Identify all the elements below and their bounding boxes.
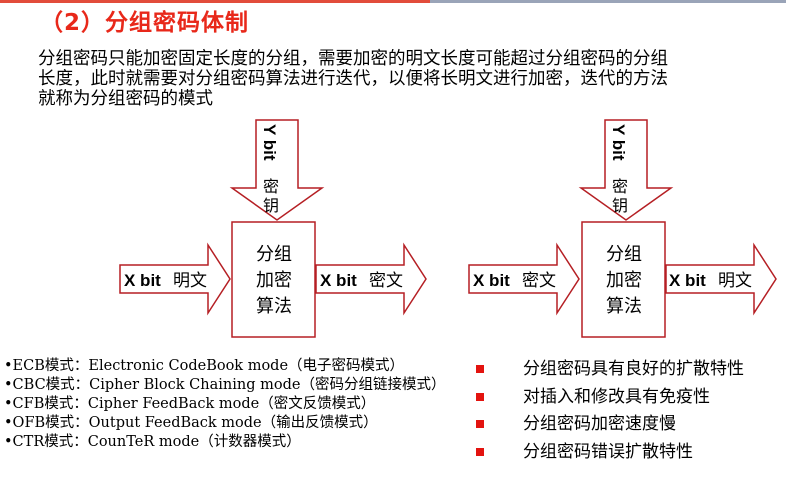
property-text: 分组密码错误扩散特性 [523, 441, 693, 462]
key-arrow [578, 119, 674, 221]
key-label-char: 钥 [263, 196, 279, 215]
intro-paragraph: 分组密码只能加密固定长度的分组，需要加密的明文长度可能超过分组密码的分组 长度，… [38, 49, 768, 109]
input-label: 密文 [522, 271, 556, 291]
property-text: 分组密码具有良好的扩散特性 [523, 359, 744, 379]
key-label-char: 钥 [612, 196, 628, 215]
property-item: 分组密码具有良好的扩散特性 [470, 357, 780, 385]
property-list: 分组密码具有良好的扩散特性 对插入和修改具有免疫性 分组密码加密速度慢 分组密码… [470, 357, 780, 467]
property-item: 对插入和修改具有免疫性 [470, 385, 780, 413]
input-arrow [468, 242, 580, 316]
square-bullet-icon [476, 420, 484, 428]
box-line: 分组 [256, 244, 292, 265]
input-bold-label: X bit [473, 271, 510, 290]
mode-item-cfb: •CFB模式：Cipher FeedBack mode（密文反馈模式） [4, 396, 376, 412]
cipher-box [231, 221, 316, 338]
output-bold-label: X bit [669, 271, 706, 290]
page-title: （2）分组密码体制 [40, 10, 250, 36]
key-bold-label: Y bit [260, 124, 279, 161]
mode-list: •ECB模式：Electronic CodeBook mode（电子密码模式） … [4, 357, 459, 452]
input-arrow [119, 242, 231, 316]
box-line: 分组 [606, 244, 642, 265]
output-label: 明文 [718, 271, 752, 291]
output-arrow [665, 242, 777, 316]
key-bold-label: Y bit [609, 124, 628, 161]
output-bold-label: X bit [320, 271, 357, 290]
input-label: 明文 [173, 271, 207, 291]
top-rule [0, 0, 786, 3]
mode-item-ctr: •CTR模式：CounTeR mode（计数器模式） [4, 434, 301, 450]
diagram-decrypt: Y bit 密 钥 X bit 密文 分组 加密 算法 X bit 明文 [468, 119, 777, 338]
diagram-encrypt: Y bit 密 钥 X bit 明文 分组 加密 算法 X bit 密文 [119, 119, 427, 338]
box-line: 算法 [606, 296, 642, 317]
input-bold-label: X bit [124, 271, 161, 290]
box-line: 算法 [256, 296, 292, 317]
output-label: 密文 [369, 271, 403, 291]
property-text: 分组密码加密速度慢 [523, 414, 676, 434]
cipher-box [581, 221, 666, 338]
key-arrow [229, 119, 325, 221]
key-label-char: 密 [612, 177, 628, 196]
square-bullet-icon [476, 392, 484, 401]
box-line: 加密 [606, 270, 642, 291]
square-bullet-icon [476, 447, 484, 456]
intro-line: 长度，此时就需要对分组密码算法进行迭代，以便将长明文进行加密，迭代的方法 [38, 69, 668, 89]
key-label-char: 密 [263, 177, 279, 196]
mode-item-ecb: •ECB模式：Electronic CodeBook mode（电子密码模式） [4, 358, 405, 374]
output-arrow [315, 242, 427, 316]
top-rule-gray [430, 0, 786, 3]
top-rule-red [0, 0, 430, 3]
property-text: 对插入和修改具有免疫性 [523, 386, 710, 407]
mode-item-ofb: •OFB模式：Output FeedBack mode（输出反馈模式） [4, 415, 378, 431]
box-line: 加密 [256, 270, 292, 291]
property-item: 分组密码加密速度慢 [470, 412, 780, 440]
mode-item-cbc: •CBC模式：Cipher Block Chaining mode（密码分组链接… [4, 377, 446, 393]
property-item: 分组密码错误扩散特性 [470, 440, 780, 468]
intro-line: 分组密码只能加密固定长度的分组，需要加密的明文长度可能超过分组密码的分组 [38, 49, 668, 69]
intro-line: 就称为分组密码的模式 [38, 89, 213, 109]
square-bullet-icon [476, 365, 484, 373]
